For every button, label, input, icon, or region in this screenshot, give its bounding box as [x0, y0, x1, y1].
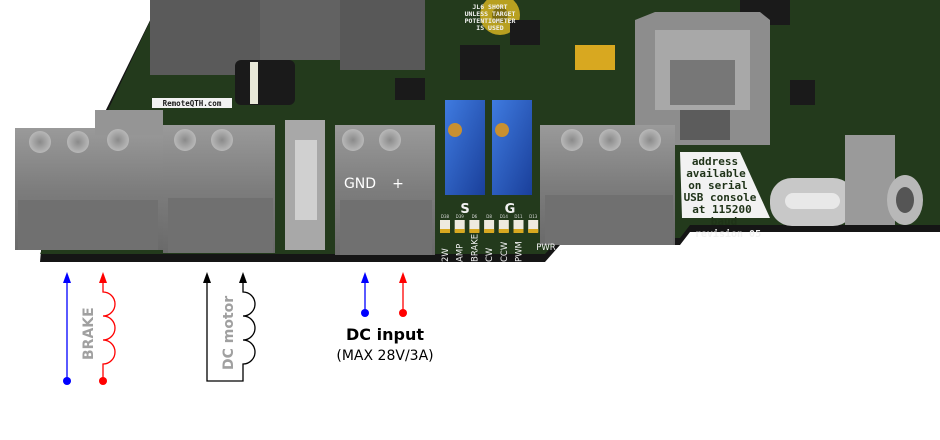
- terminal-block-brake[interactable]: [15, 110, 163, 250]
- svg-text:on serial: on serial: [688, 179, 748, 192]
- capacitor: [575, 45, 615, 70]
- potentiometer-s[interactable]: [445, 100, 485, 195]
- revision-label: revision 05: [695, 228, 761, 240]
- led-ref: D38: [441, 214, 450, 219]
- led-label: CCW: [500, 241, 510, 262]
- svg-text:JL6 SHORT: JL6 SHORT: [472, 3, 507, 11]
- terminal-dot: [399, 309, 407, 317]
- trimmer-screw-icon: [495, 123, 509, 137]
- screw-icon: [639, 129, 661, 151]
- info-box: address available on serial USB console …: [680, 152, 770, 240]
- jumper-note: JL6 SHORT UNLESS TARGET POTENTIOMETER IS…: [465, 3, 516, 32]
- screw-icon: [379, 129, 401, 151]
- led-ref: D13: [529, 214, 538, 219]
- svg-text:available: available: [686, 167, 746, 180]
- screw-icon: [211, 129, 233, 151]
- terminal-block-motor[interactable]: [163, 125, 275, 253]
- led-label: BRAKE: [470, 234, 480, 262]
- dc-motor-annotation: DC motor: [203, 272, 256, 382]
- relay: [340, 0, 425, 70]
- led-ref: D6: [472, 214, 478, 219]
- screw-icon: [67, 131, 89, 153]
- led-2w: D38 2W: [440, 214, 451, 262]
- led-label: AMP: [456, 244, 466, 262]
- screw-icon: [561, 129, 583, 151]
- svg-text:baud: baud: [711, 215, 738, 228]
- svg-text:address: address: [692, 155, 738, 168]
- website-label-box: [152, 98, 232, 108]
- screw-icon: [599, 129, 621, 151]
- dc-motor-label: DC motor: [221, 296, 237, 370]
- website-label: RemoteQTH.com: [163, 99, 222, 108]
- gnd-label: GND: [344, 176, 376, 192]
- terminal-dot: [361, 309, 369, 317]
- ethernet-jack: [635, 12, 770, 145]
- brake-coil: [102, 278, 116, 381]
- arrow-up-icon: [203, 272, 211, 283]
- potentiometer-g[interactable]: [492, 100, 532, 195]
- arrow-up-icon: [239, 272, 247, 283]
- relay: [260, 0, 340, 60]
- led-ref: D11: [514, 214, 523, 219]
- brake-annotation: BRAKE: [63, 272, 116, 385]
- led-ref: D14: [500, 214, 509, 219]
- brake-label: BRAKE: [81, 307, 97, 360]
- svg-text:USB console: USB console: [684, 191, 757, 204]
- dc-input-annotation: DC input (MAX 28V/3A): [336, 272, 434, 364]
- screw-icon: [174, 129, 196, 151]
- ic-chip: [510, 20, 540, 45]
- arrow-up-icon: [99, 272, 107, 283]
- led-ref: D39: [456, 214, 465, 219]
- led-label: 2W: [441, 248, 451, 262]
- led-label: PWM: [515, 241, 525, 262]
- arrow-up-icon: [399, 272, 407, 283]
- svg-text:IS USED: IS USED: [476, 24, 503, 32]
- pot-label-g: G: [505, 202, 516, 217]
- terminal-block-right[interactable]: [540, 125, 675, 245]
- pot-label-s: S: [460, 202, 469, 217]
- svg-text:UNLESS TARGET: UNLESS TARGET: [465, 10, 516, 18]
- ic-chip: [460, 45, 500, 80]
- terminal-dot: [63, 377, 71, 385]
- terminal-dot: [99, 377, 107, 385]
- audio-jack[interactable]: [845, 135, 923, 225]
- svg-text:at 115200: at 115200: [692, 203, 752, 216]
- screw-icon: [342, 129, 364, 151]
- plus-label: +: [392, 176, 404, 192]
- led-label: PWR: [536, 243, 556, 253]
- svg-text:POTENTIOMETER: POTENTIOMETER: [465, 17, 516, 25]
- dc-barrel-jack: [235, 60, 295, 105]
- screw-icon: [29, 131, 51, 153]
- led-ref: D8: [486, 214, 492, 219]
- arrow-up-icon: [63, 272, 71, 283]
- dc-input-rating: (MAX 28V/3A): [336, 348, 433, 364]
- terminal-block-dc-input[interactable]: GND +: [335, 125, 435, 255]
- led-label: CW: [485, 247, 495, 262]
- dc-input-title: DC input: [346, 325, 424, 344]
- fuse-holder: [285, 120, 325, 250]
- trimmer-screw-icon: [448, 123, 462, 137]
- screw-icon: [107, 129, 129, 151]
- arrow-up-icon: [361, 272, 369, 283]
